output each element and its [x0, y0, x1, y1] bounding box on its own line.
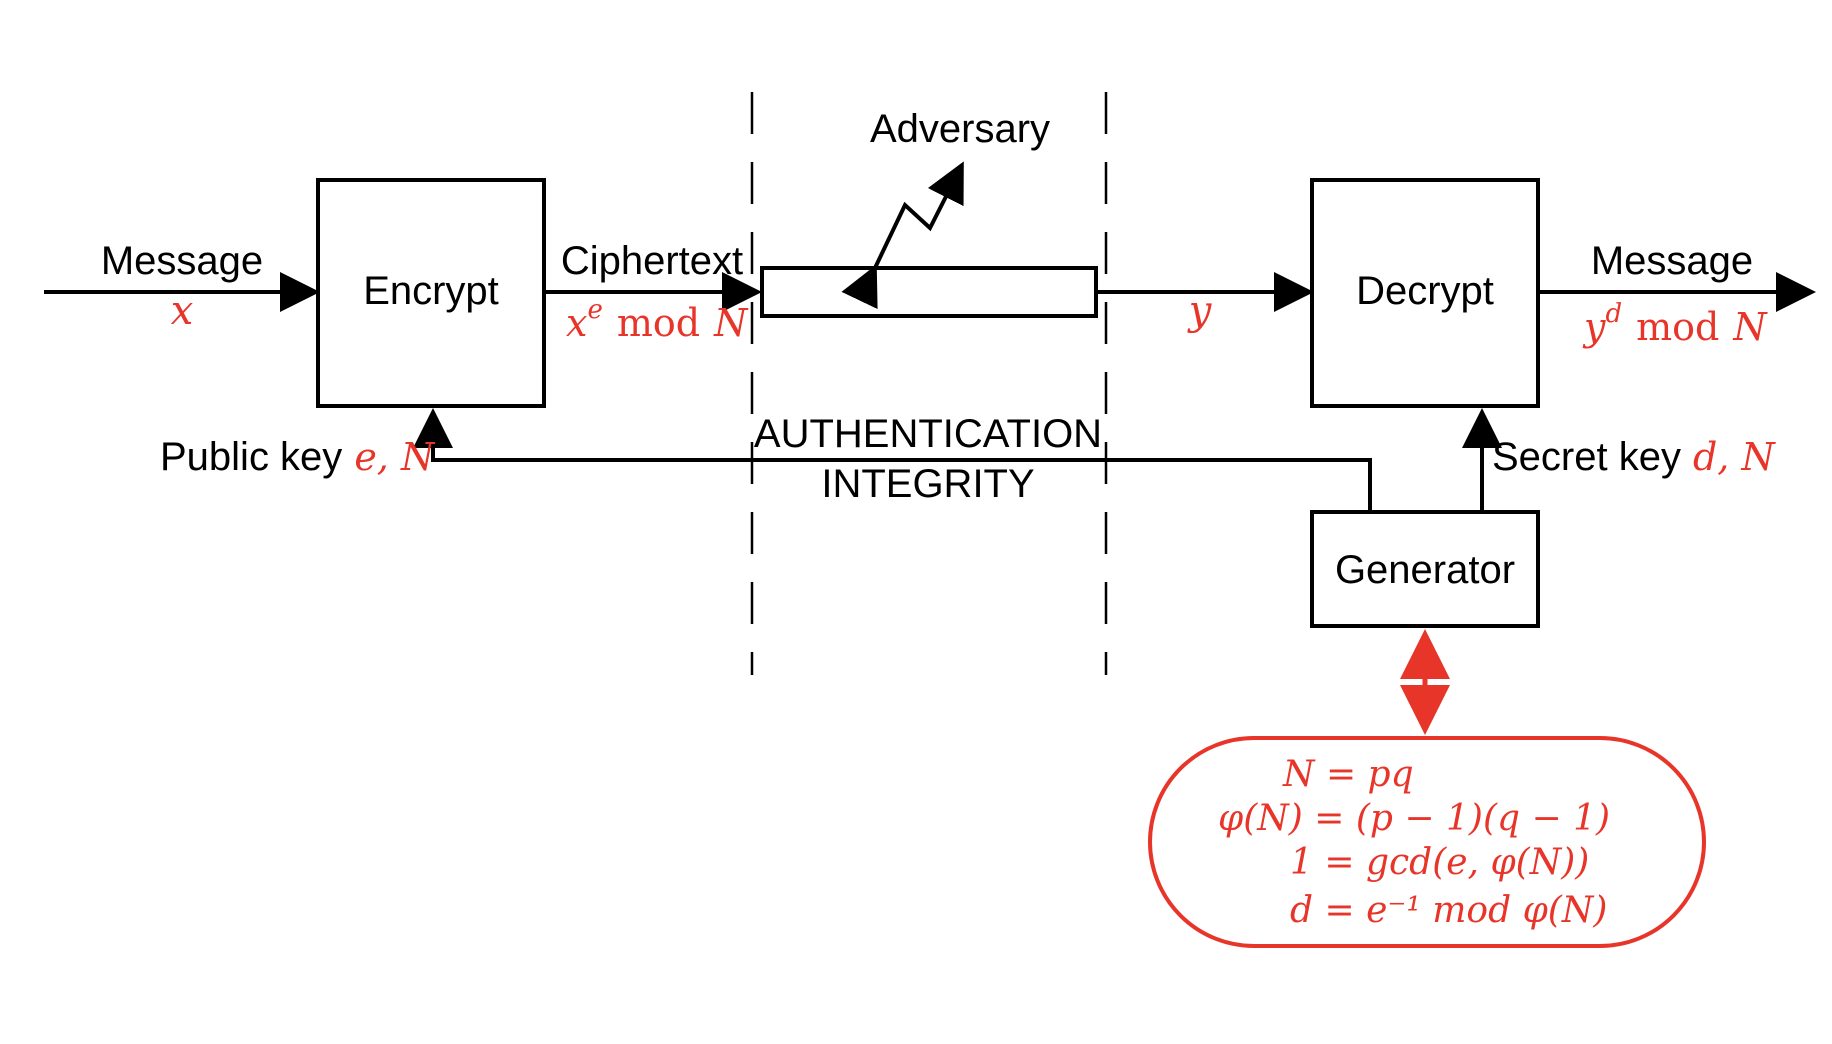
- encrypt-box: [316, 178, 546, 408]
- public-key-text: Public key: [160, 435, 342, 479]
- encrypt-label: Encrypt: [363, 269, 499, 313]
- decrypt-label: Decrypt: [1356, 269, 1494, 313]
- message-in-var: x: [171, 288, 194, 334]
- adversary-label: Adversary: [870, 107, 1050, 151]
- out-mod: mod: [1636, 305, 1719, 349]
- adversary-attack-arrow: [841, 161, 964, 310]
- secret-key-vars: d, N: [1693, 435, 1776, 479]
- public-key-vars: e, N: [354, 435, 436, 479]
- cipher-N: N: [713, 301, 749, 345]
- ciphertext-label: Ciphertext: [561, 239, 743, 283]
- generator-box: [1310, 510, 1540, 628]
- public-key-label: Public key e, N: [160, 435, 436, 479]
- integrity-label: INTEGRITY: [821, 462, 1034, 506]
- cipher-exp: e: [587, 295, 602, 325]
- equation-3: 1 = gcd(e, φ(N)): [1290, 842, 1589, 883]
- secret-key-label: Secret key d, N: [1492, 435, 1776, 479]
- message-in-label: Message: [101, 239, 263, 283]
- message-out-label: Message: [1591, 239, 1753, 283]
- public-key-wire: [413, 408, 1372, 512]
- secret-key-text: Secret key: [1492, 435, 1681, 479]
- parameters-box: [1148, 736, 1706, 948]
- equation-1: N = pq: [1282, 754, 1414, 795]
- decrypt-box: [1310, 178, 1540, 408]
- out-N: N: [1732, 305, 1768, 349]
- equation-4: d = e⁻¹ mod φ(N): [1290, 890, 1607, 931]
- generator-label: Generator: [1335, 548, 1515, 592]
- cipher-mod: mod: [617, 301, 700, 345]
- equation-2: φ(N) = (p − 1)(q − 1): [1218, 798, 1610, 839]
- channel-bar: [760, 266, 1098, 318]
- authentication-label: AUTHENTICATION: [754, 412, 1102, 456]
- out-exp: d: [1605, 299, 1622, 329]
- received-var: y: [1187, 288, 1213, 334]
- out-base: y: [1582, 305, 1606, 349]
- cipher-base: x: [566, 301, 587, 345]
